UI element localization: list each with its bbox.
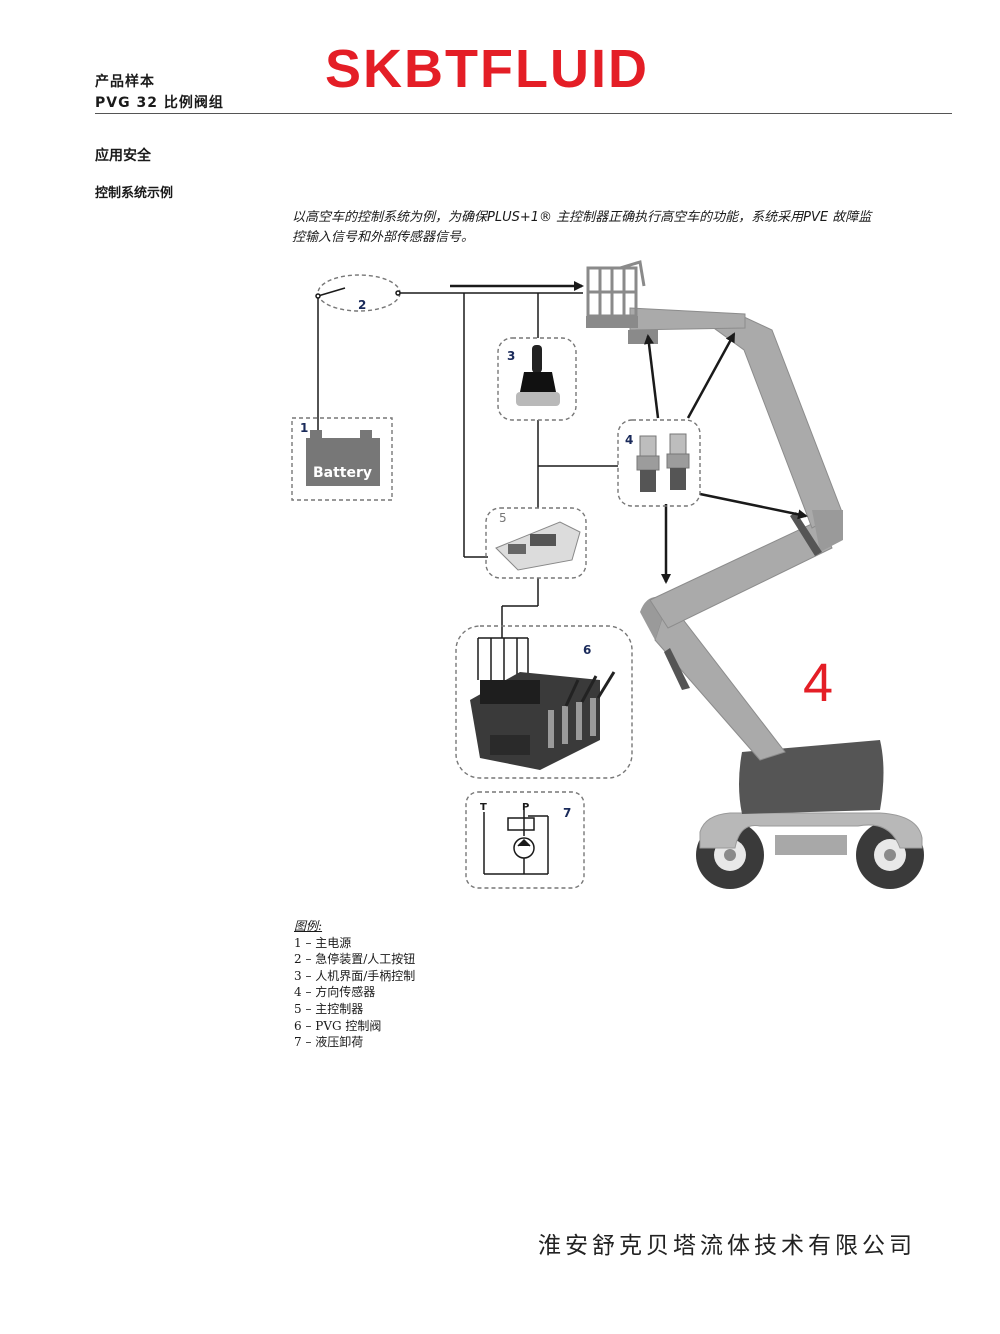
hydraulic-outline: [465, 791, 585, 889]
document-product: PVG 32 比例阀组: [95, 95, 224, 111]
brand-logo: SKBTFLUID: [325, 39, 649, 99]
header-divider: [95, 113, 952, 114]
callout-3: 3: [507, 349, 515, 363]
legend-item: 6 – PVG 控制阀: [294, 1018, 382, 1033]
battery-label: Battery: [313, 465, 372, 481]
section-subtitle: 控制系统示例: [95, 186, 174, 201]
joystick-icon: [516, 345, 560, 406]
intro-line-2: 控输入信号和外部传感器信号。: [292, 230, 475, 245]
callout-7: 7: [563, 806, 571, 820]
sensor-arrows: [644, 332, 808, 584]
callout-5: 5: [499, 511, 507, 525]
main-controller-icon: [495, 521, 581, 571]
direction-sensor-icon: [636, 433, 690, 492]
legend-item: 7 – 液压卸荷: [294, 1035, 364, 1050]
intro-paragraph: 以高空车的控制系统为例，为确保PLUS+1® 主控制器正确执行高空车的功能，系统…: [292, 208, 952, 248]
port-t-label: T: [480, 802, 487, 813]
callout-6: 6: [583, 643, 591, 657]
legend-item: 2 – 急停装置/人工按钮: [294, 952, 416, 967]
legend-item: 1 – 主电源: [294, 935, 352, 950]
wiring: [317, 292, 618, 680]
legend: 图例: 1 – 主电源 2 – 急停装置/人工按钮 3 – 人机界面/手柄控制 …: [294, 918, 415, 1051]
intro-line-1: 以高空车的控制系统为例，为确保PLUS+1® 主控制器正确执行高空车的功能，系统…: [292, 210, 872, 225]
port-p-label: P: [522, 802, 529, 813]
legend-item: 4 – 方向传感器: [294, 985, 376, 1000]
page-number-mark: 4: [803, 653, 834, 713]
joystick-outline: [497, 337, 577, 421]
boom-lift-illustration: [586, 260, 924, 889]
legend-item: 3 – 人机界面/手柄控制: [294, 968, 416, 983]
hydraulic-unloading-symbol: [483, 810, 549, 875]
sensor-outline: [617, 419, 701, 507]
battery-icon: [306, 430, 380, 486]
callout-1: 1: [300, 421, 308, 435]
legend-item: 5 – 主控制器: [294, 1001, 364, 1016]
pvg-valve-icon: [470, 671, 616, 770]
valve-outline: [455, 625, 633, 779]
company-footer: 淮安舒克贝塔流体技术有限公司: [538, 1233, 916, 1259]
section-title: 应用安全: [95, 148, 151, 164]
platform-basket: [586, 260, 646, 318]
legend-title: 图例:: [294, 919, 323, 933]
document-category: 产品样本: [95, 74, 155, 90]
controller-outline: [485, 507, 587, 579]
callout-4: 4: [625, 433, 633, 447]
battery-outline: [291, 417, 393, 501]
callout-2: 2: [358, 298, 366, 312]
emergency-stop-symbol: [315, 287, 401, 299]
